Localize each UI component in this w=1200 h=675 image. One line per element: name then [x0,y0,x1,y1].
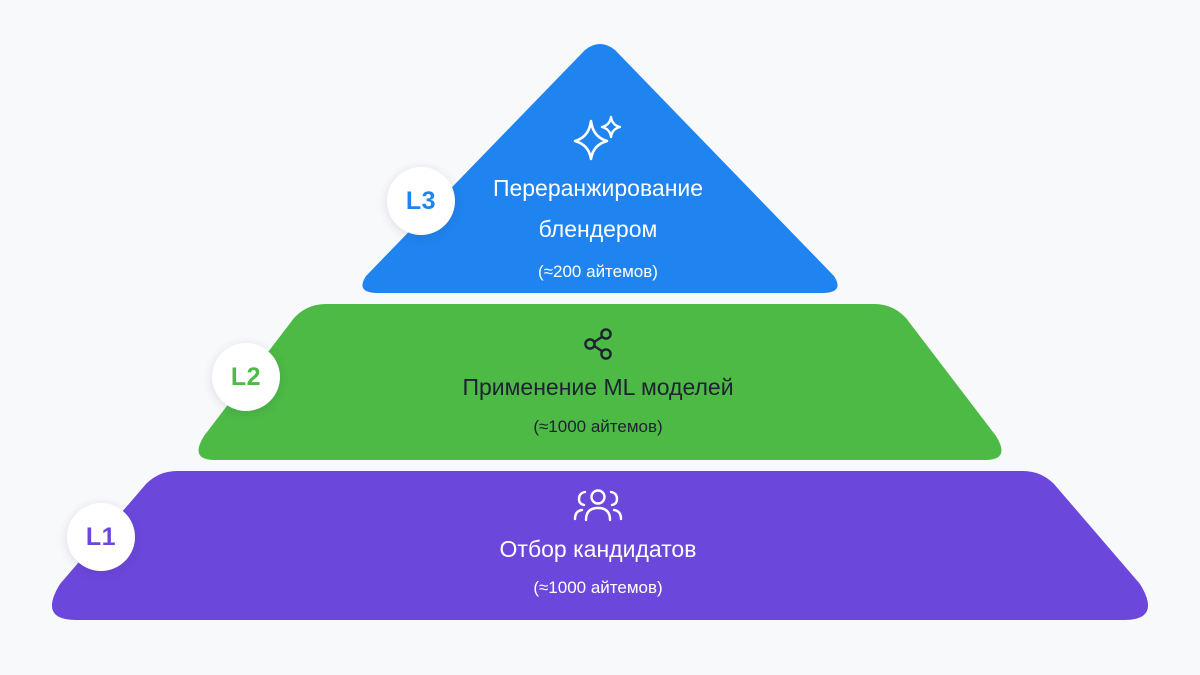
users-icon [573,489,623,522]
tier-l3-count: (≈200 айтемов) [538,262,658,281]
tier-l1 [51,471,1149,620]
sparkles-icon [573,115,622,161]
tier-l1-title: Отбор кандидатов [499,536,697,562]
tier-l2-content: Применение ML моделей (≈1000 айтемов) [388,327,808,438]
level-badge-l1: L1 [67,503,135,571]
share-nodes-icon [584,328,612,360]
tier-l2 [198,304,1002,460]
tier-l1-count: (≈1000 айтемов) [533,578,663,597]
tier-l3-content: Переранжирование блендером (≈200 айтемов… [448,115,748,283]
level-badge-l2: L2 [212,343,280,411]
tier-l3-title-line2: блендером [538,216,658,242]
tier-l1-content: Отбор кандидатов (≈1000 айтемов) [388,486,808,599]
tier-l3 [362,44,838,293]
level-badge-l3: L3 [387,167,455,235]
tier-l3-title-line1: Переранжирование [492,175,704,201]
tier-l2-count: (≈1000 айтемов) [533,417,663,436]
tier-l2-title: Применение ML моделей [462,374,734,400]
